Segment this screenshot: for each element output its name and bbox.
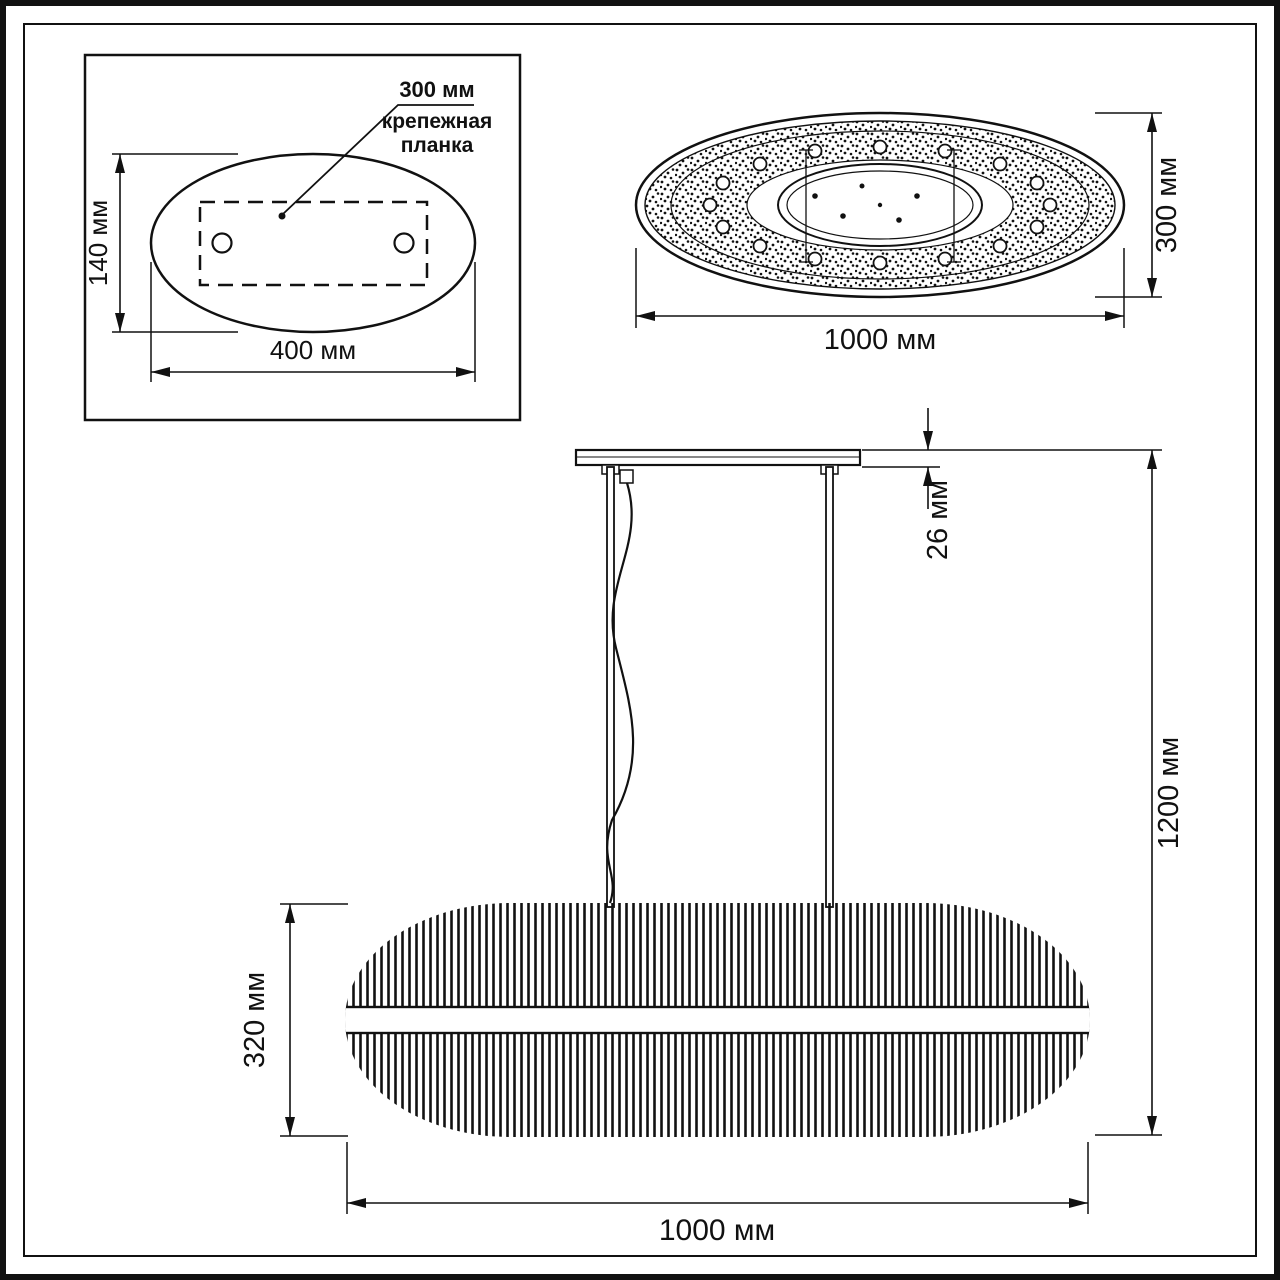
topview-opening-inner [786, 170, 974, 240]
inset-mount-plate-detail: 300 мм крепежная планка 140 мм 400 мм [83, 53, 522, 422]
bulb-row [702, 139, 1058, 271]
bulb [807, 251, 823, 267]
top-view: 1000 мм 300 мм [634, 111, 1183, 356]
wire-terminal-box [619, 469, 634, 484]
bulb [992, 156, 1008, 172]
canopy-outline-ellipse [149, 152, 477, 334]
topview-width-label: 1000 мм [824, 324, 936, 356]
inset-caption-line1: крепежная [382, 110, 493, 133]
side-view: 26 мм 1200 мм 320 мм 1000 мм [239, 408, 1185, 1247]
topview-width-dimension: 1000 мм [635, 248, 1125, 356]
power-wire [606, 482, 635, 904]
bulb [752, 156, 768, 172]
topview-outer-rim [634, 111, 1126, 299]
mount-dot [840, 213, 846, 219]
topview-depth-label: 300 мм [1151, 157, 1183, 253]
crystal-drum [345, 903, 1090, 1137]
body-width-dimension: 1000 мм [346, 1142, 1089, 1247]
body-height-dimension: 320 мм [239, 903, 348, 1137]
bulb [715, 175, 731, 191]
bulb [937, 251, 953, 267]
topview-depth-dimension: 300 мм [1095, 112, 1183, 298]
bulb [702, 197, 718, 213]
bulb [992, 238, 1008, 254]
mounting-bar-dashed-rect [198, 200, 429, 287]
bulb [715, 219, 731, 235]
suspension-rod-right [825, 466, 834, 908]
center-dot [877, 202, 883, 208]
canopy-height-dimension: 26 мм [862, 408, 1162, 560]
mount-dot [914, 193, 920, 199]
mounting-hole-left [211, 232, 233, 254]
bulb [872, 255, 888, 271]
bulb [937, 143, 953, 159]
center-band [345, 1005, 1090, 1035]
inset-caption-line2: планка [401, 134, 474, 157]
inset-height-dimension: 140 мм [83, 153, 238, 333]
bulb [872, 139, 888, 155]
bulb [1029, 219, 1045, 235]
bulb [1029, 175, 1045, 191]
body-height-label: 320 мм [239, 972, 271, 1068]
mount-dot [896, 217, 902, 223]
inset-width-label: 400 мм [270, 335, 356, 365]
mount-dot [859, 183, 865, 189]
topview-inner-band-rim [746, 159, 1014, 251]
bulb [807, 143, 823, 159]
mounting-hole-right [393, 232, 415, 254]
inset-width-dimension: 400 мм [150, 262, 476, 382]
canopy-height-label: 26 мм [922, 480, 954, 560]
leader-line [282, 104, 474, 215]
mount-dot [812, 193, 818, 199]
body-width-label: 1000 мм [659, 1214, 775, 1247]
inset-leader-value: 300 мм [399, 77, 474, 102]
opening-mount-marks [799, 149, 961, 263]
overall-height-label: 1200 мм [1153, 737, 1185, 849]
bulb [752, 238, 768, 254]
topview-mid-rim [670, 130, 1090, 280]
overall-height-dimension: 1200 мм [1095, 450, 1185, 1136]
inset-border [83, 53, 522, 422]
inset-height-label: 140 мм [83, 200, 113, 286]
topview-outer-rim-inner-line [644, 120, 1116, 290]
bulb [1042, 197, 1058, 213]
inner-frame [23, 23, 1257, 1257]
